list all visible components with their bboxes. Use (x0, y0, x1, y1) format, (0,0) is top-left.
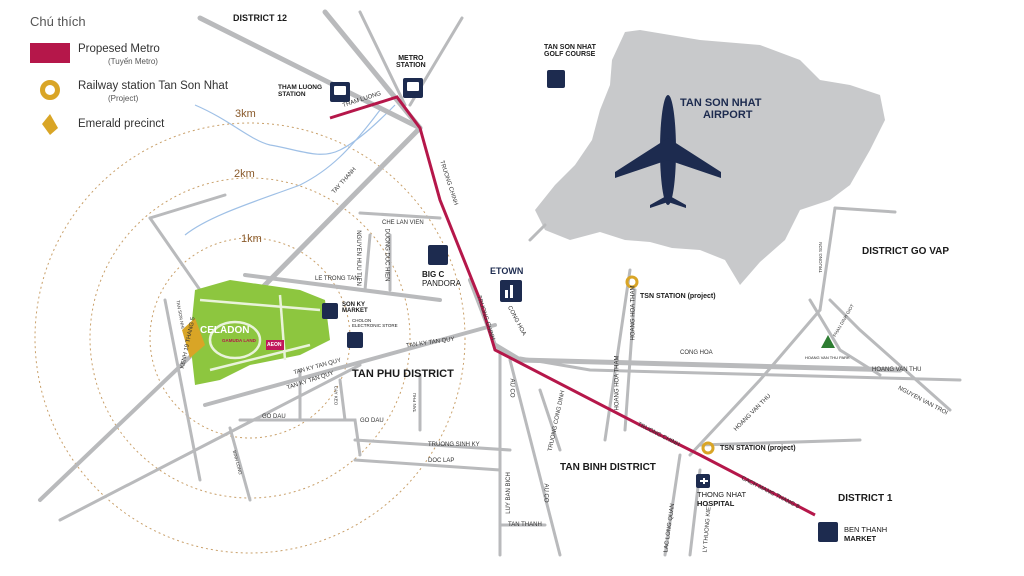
street-au-co-north: AU CO (508, 378, 515, 398)
emerald-diamond-icon (42, 114, 58, 135)
street-au-co-south: AU CO (542, 483, 549, 503)
celadon-label: CELADON (200, 325, 250, 336)
ring-1km-label: 1km (241, 233, 262, 245)
street-go-dau-west: GO DAU (262, 414, 286, 420)
legend-item-emerald: Emerald precinct (30, 113, 230, 135)
cholon-store-icon (347, 332, 363, 348)
tsn-station-north-marker (625, 275, 639, 289)
street-hoang-van-thu-east: HOANG VAN THU (872, 367, 922, 373)
district-12-label: DISTRICT 12 (233, 13, 288, 23)
tan-phu-district-label: TAN PHU DISTRICT (352, 368, 454, 380)
street-doc-lap: DOC LAP (428, 458, 455, 464)
icon-glyphs (334, 82, 708, 484)
airport-area (535, 30, 885, 285)
legend-railway-label: Railway station Tan Son Nhat (78, 80, 229, 92)
metro-line (329, 95, 816, 517)
aeon-block (266, 340, 284, 350)
tan-binh-district-label: TAN BINH DISTRICT (560, 462, 656, 473)
tsn-station-south-marker (701, 441, 715, 455)
street-tan-phu: TAN PHU (412, 392, 418, 413)
street-duong-duc-hien: DUONG DUC HIEN (383, 228, 390, 282)
legend: Chú thích Propesed Metro (Tuyến Metro) R… (30, 14, 230, 145)
railway-station-ring (40, 79, 60, 100)
airport-name-line1: TAN SON NHAT (680, 97, 762, 109)
golf-course-icon (547, 70, 565, 88)
legend-title: Chú thích (30, 14, 86, 29)
ring-3km-label: 3km (235, 108, 256, 120)
metro-line-swatch (30, 42, 70, 63)
go-vap-district-label: DISTRICT GO VAP (862, 246, 950, 257)
hoang-van-thu-park-label: HOANG VAN THU PARK (805, 355, 850, 360)
ring-2km-label: 2km (234, 168, 255, 180)
street-go-dau-east: GO DAU (360, 418, 384, 424)
legend-railway-sub: (Project) (108, 94, 139, 103)
street-le-trong-tan: LE TRONG TAN (315, 276, 359, 282)
airport-name-line2: AIRPORT (702, 109, 753, 121)
park-tree-icon (821, 335, 835, 348)
park-paths (199, 294, 321, 372)
legend-item-metro: Propesed Metro (Tuyến Metro) (30, 39, 230, 66)
street-cong-hoa-east: CONG HOA (680, 350, 713, 356)
street-luy-ban-bich: LUY BAN BICH (505, 472, 512, 514)
big-c-icon (428, 245, 448, 265)
celadon-park (190, 280, 330, 385)
legend-item-railway: Railway station Tan Son Nhat (Project) (30, 76, 230, 103)
tsn-station-north-label: TSN STATION (project) (640, 293, 716, 300)
rivers (184, 104, 396, 236)
street-hoang-hoa-tham-north: HOANG HOA THAM (630, 285, 637, 341)
street-che-lan-vien: CHE LAN VIEN (382, 220, 424, 226)
street-truong-sinh-ky: TRUONG SINH KY (428, 442, 480, 448)
legend-metro-label: Propesed Metro (78, 43, 160, 55)
ring-3km (34, 122, 466, 554)
etown-label: ETOWN (490, 266, 524, 276)
ben-thanh-market-icon (818, 522, 838, 542)
district-1-label: DISTRICT 1 (838, 493, 893, 504)
legend-metro-sub: (Tuyến Metro) (108, 57, 158, 66)
emerald-diamond (182, 318, 205, 358)
gamuda-label: GAMUDA LAND (222, 338, 256, 343)
legend-emerald-label: Emerald precinct (78, 117, 165, 130)
aeon-label: AEON (267, 342, 282, 348)
street-tan-thanh: TAN THANH (508, 522, 542, 528)
son-ky-market-icon (322, 303, 338, 319)
street-truong-son: TRUONG SON (817, 242, 823, 273)
street-hoang-hoa-tham-south: HOANG HOA THAM (614, 355, 621, 411)
street-cay-keo: CAY KEO (333, 385, 339, 406)
airport-label: TAN SON NHAT AIRPORT (680, 97, 761, 121)
tsn-station-south-label: TSN STATION (project) (720, 445, 796, 452)
plane-icon (615, 95, 721, 208)
